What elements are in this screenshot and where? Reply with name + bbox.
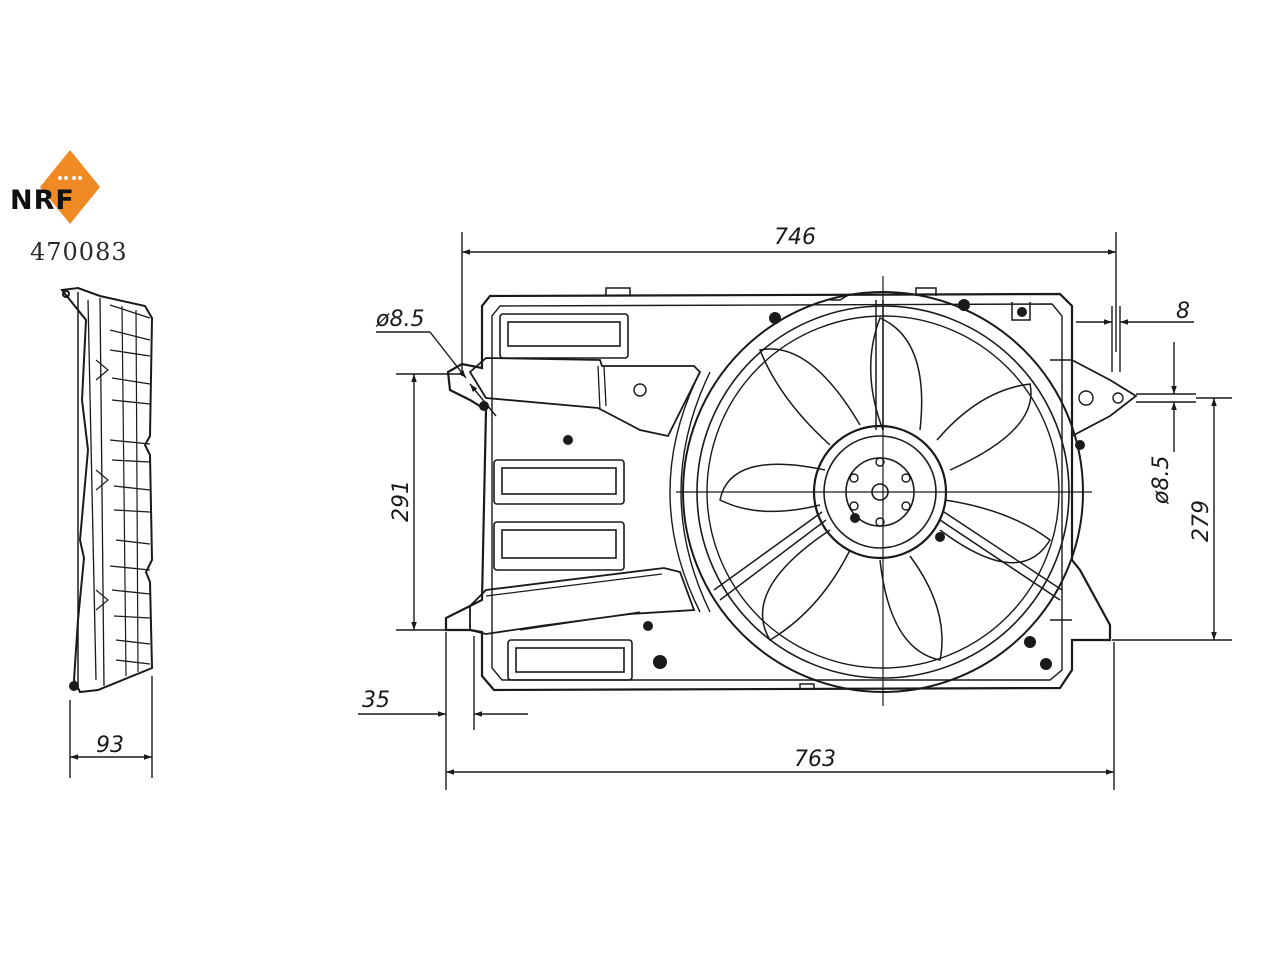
dim-overall-width-bottom-label: 763 [794, 747, 836, 772]
part-number: 470083 [30, 238, 128, 266]
dim-side-depth: 93 [69, 676, 153, 778]
dim-overall-width-top-label: 746 [774, 225, 816, 250]
dim-left-offset: 35 [358, 636, 528, 730]
dim-left-mount-height-label: 291 [389, 480, 414, 522]
logo-wordmark: NRF [10, 185, 75, 216]
logo-diamond [40, 150, 100, 224]
fan-blades [719, 316, 1051, 661]
dim-right-hole: ø8.5 [1136, 342, 1196, 505]
dim-overall-width-bottom: 763 [445, 632, 1115, 790]
nrf-logo: NRF [10, 150, 100, 224]
dim-right-tab-thickness: 8 [1076, 299, 1194, 372]
dim-right-hole-label: ø8.5 [1149, 456, 1174, 505]
dim-right-mount-height-label: 279 [1189, 500, 1214, 542]
dim-left-offset-label: 35 [362, 688, 390, 713]
dim-left-mount-height: 291 [389, 373, 462, 631]
upper-bracket [468, 357, 702, 438]
right-mount-tab [1071, 358, 1138, 438]
upper-bracket-hole [633, 383, 647, 397]
side-view-outline [60, 286, 154, 694]
dim-right-tab-thickness-label: 8 [1176, 299, 1190, 324]
side-view [60, 286, 154, 694]
fan-assembly [669, 276, 1092, 706]
lower-bracket [469, 567, 696, 635]
logo-dots [58, 176, 82, 180]
dim-overall-width-top: 746 [461, 225, 1117, 376]
dim-left-hole: ø8.5 [375, 307, 497, 417]
dim-side-depth-label: 93 [96, 733, 124, 758]
front-view [444, 276, 1138, 706]
dim-right-mount-height: 279 [1112, 397, 1232, 641]
vent-slots [493, 313, 633, 681]
dim-left-hole-label: ø8.5 [375, 307, 424, 332]
